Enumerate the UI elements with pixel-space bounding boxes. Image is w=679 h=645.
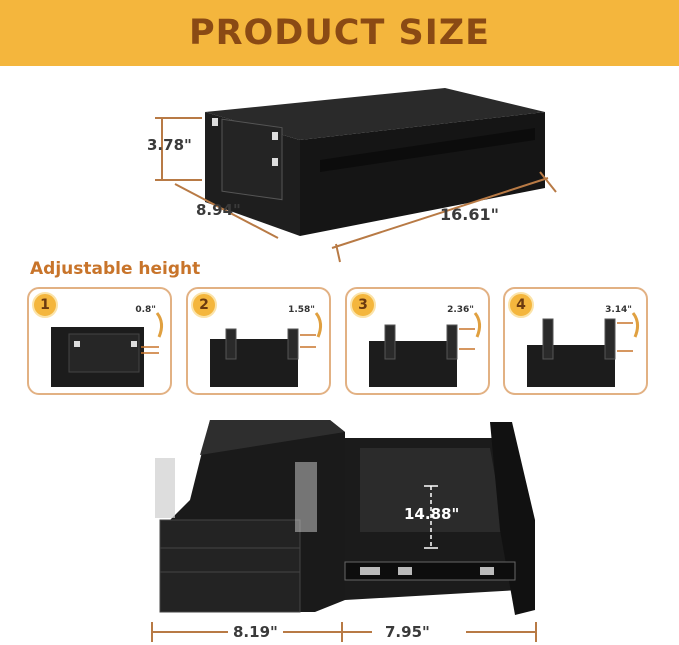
step-value-label: 1.58" [288, 305, 315, 315]
drawer-extension-label: 7.95" [385, 623, 430, 641]
top-drawer-image [205, 88, 545, 236]
step-1-drawer-image [51, 312, 164, 387]
step-value-label: 2.36" [447, 305, 474, 315]
step-value-label: 3.14" [605, 305, 632, 315]
height-step-card-2: 2 1.58" [186, 287, 331, 395]
height-step-card-3: 3 2.36" [345, 287, 490, 395]
depth-dimension-label: 8.94" [196, 201, 241, 219]
adjustable-height-title: Adjustable height [30, 259, 201, 279]
step-number-badge: 4 [508, 292, 534, 318]
bottom-dimension-lines [151, 622, 537, 642]
step-number-badge: 2 [191, 292, 217, 318]
inner-depth-label: 14.88" [404, 505, 460, 523]
inner-depth-line [424, 485, 438, 549]
housing-length-label: 8.19" [233, 623, 278, 641]
page-title: PRODUCT SIZE [188, 13, 491, 53]
extended-drawer-image [155, 420, 535, 615]
width-dimension-label: 16.61" [440, 205, 499, 224]
step-3-drawer-image [369, 312, 482, 387]
height-step-card-4: 4 3.14" [503, 287, 648, 395]
step-value-label: 0.8" [135, 305, 156, 315]
height-dimension-label: 3.78" [147, 136, 192, 154]
step-number-badge: 1 [32, 292, 58, 318]
step-number-badge: 3 [350, 292, 376, 318]
step-4-drawer-image [527, 312, 640, 387]
step-2-drawer-image [210, 312, 323, 387]
header-banner: PRODUCT SIZE [0, 0, 679, 66]
top-dimension-lines [155, 117, 557, 263]
height-step-card-1: 1 0.8" [27, 287, 172, 395]
